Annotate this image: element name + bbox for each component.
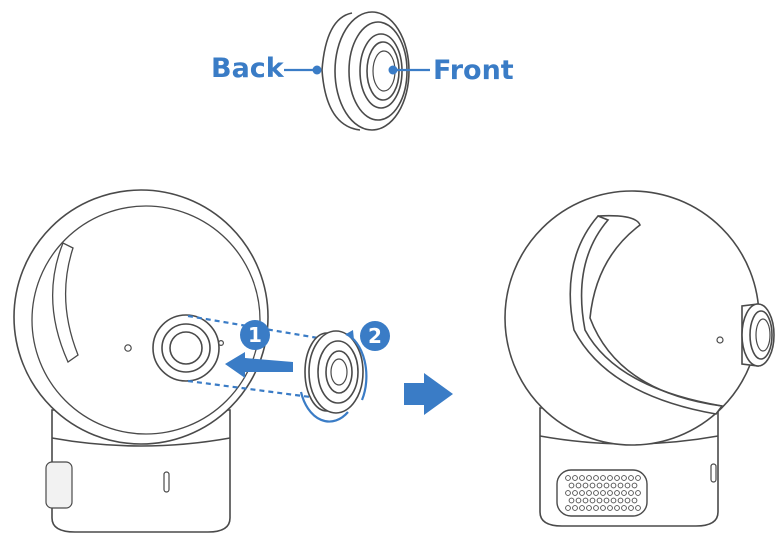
grille-hole: [573, 476, 578, 481]
grille-hole: [576, 498, 581, 503]
speaker-grille-right: [557, 470, 647, 516]
grille-hole: [566, 491, 571, 496]
grille-hole: [618, 498, 623, 503]
front-label: Front: [433, 55, 514, 86]
sensor-dot: [125, 345, 131, 351]
grille-hole: [636, 506, 641, 511]
grille-hole: [611, 498, 616, 503]
grille-hole: [580, 506, 585, 511]
grille-hole: [587, 506, 592, 511]
camera-sphere: [14, 190, 268, 444]
grille-hole: [622, 506, 627, 511]
camera-before-installation: 1 2: [14, 190, 390, 532]
grille-hole: [622, 491, 627, 496]
grille-hole: [597, 498, 602, 503]
grille-hole: [587, 491, 592, 496]
grille-hole: [622, 476, 627, 481]
grille-hole: [604, 483, 609, 488]
back-label: Back: [211, 53, 285, 84]
grille-hole: [636, 491, 641, 496]
grille-hole: [632, 498, 637, 503]
camera-sphere-right: [505, 191, 759, 445]
grille-hole: [629, 476, 634, 481]
grille-hole: [636, 476, 641, 481]
grille-hole: [629, 491, 634, 496]
sensor-dot-right-cam: [717, 337, 723, 343]
grille-hole: [604, 498, 609, 503]
camera-after-installation: [505, 191, 774, 526]
grille-hole: [597, 483, 602, 488]
grille-hole: [590, 498, 595, 503]
grille-hole: [583, 483, 588, 488]
grille-hole: [583, 498, 588, 503]
grille-hole: [601, 491, 606, 496]
grille-hole: [615, 506, 620, 511]
result-arrow: [404, 373, 453, 415]
grille-hole: [625, 483, 630, 488]
grille-hole: [573, 506, 578, 511]
grille-hole: [566, 506, 571, 511]
installed-lens-cover: [742, 304, 774, 366]
step-2-number: 2: [368, 324, 382, 348]
grille-hole: [601, 506, 606, 511]
camera-lens: [153, 315, 219, 381]
grille-hole: [608, 476, 613, 481]
grille-hole: [580, 476, 585, 481]
indicator-slot: [164, 472, 169, 492]
step-1-number: 1: [248, 323, 262, 347]
grille-hole: [573, 491, 578, 496]
indicator-slot-right: [711, 464, 716, 482]
speaker-grille: [46, 462, 72, 508]
grille-hole: [566, 476, 571, 481]
grille-hole: [594, 506, 599, 511]
grille-hole: [580, 491, 585, 496]
front-leader-dot: [389, 66, 398, 75]
detached-lens-cover: [305, 331, 363, 413]
grille-hole: [615, 491, 620, 496]
step-1-badge: 1: [240, 320, 270, 350]
grille-hole: [594, 491, 599, 496]
grille-hole: [615, 476, 620, 481]
grille-hole: [608, 506, 613, 511]
back-callout: Back: [211, 53, 322, 84]
grille-hole: [587, 476, 592, 481]
grille-hole: [590, 483, 595, 488]
grille-hole: [569, 498, 574, 503]
grille-hole: [611, 483, 616, 488]
grille-hole: [569, 483, 574, 488]
grille-hole: [608, 491, 613, 496]
grille-hole: [629, 506, 634, 511]
grille-hole: [632, 483, 637, 488]
grille-hole: [594, 476, 599, 481]
grille-hole: [576, 483, 581, 488]
grille-hole: [601, 476, 606, 481]
back-leader-dot: [313, 66, 322, 75]
lens-cover-detail: Back Front: [211, 12, 514, 130]
step-2-badge: 2: [360, 321, 390, 351]
grille-hole: [618, 483, 623, 488]
grille-hole: [625, 498, 630, 503]
